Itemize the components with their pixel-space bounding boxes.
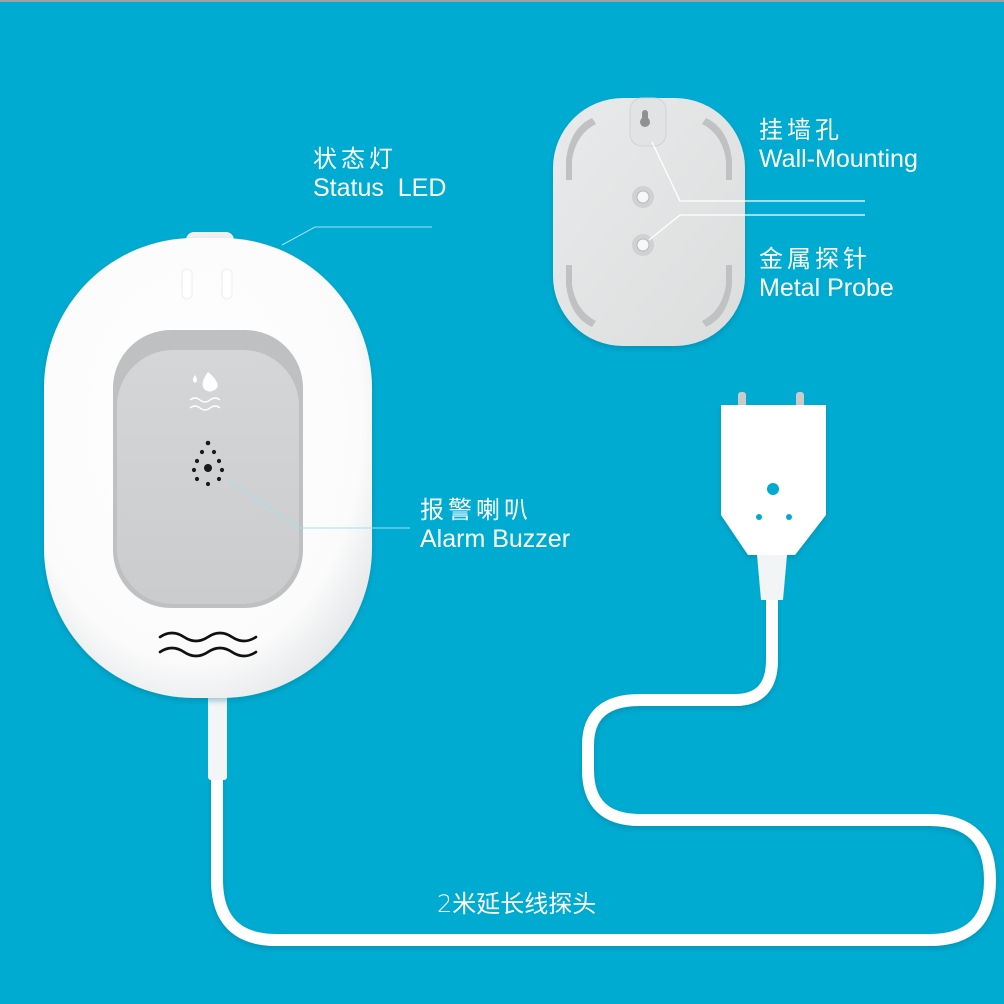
- metal-probe-label-zh: 金属探针: [759, 245, 871, 273]
- keyhole-icon: [640, 110, 650, 127]
- alarm-buzzer-label-en: Alarm Buzzer: [420, 524, 571, 553]
- water-drop-icon: [193, 372, 218, 392]
- water-leak-sensor-device: [44, 232, 372, 698]
- alarm-buzzer-label-zh: 报警喇叭: [420, 496, 532, 524]
- callout-metal-probe: 金属探针 Metal Probe: [759, 245, 894, 302]
- speaker-grille-icon: [191, 440, 225, 487]
- water-waves-icon: [189, 397, 221, 411]
- status-led-label-zh: 状态灯: [313, 145, 397, 173]
- back-plate: [553, 97, 745, 346]
- callout-alarm-buzzer: 报警喇叭 Alarm Buzzer: [420, 496, 571, 553]
- cable-strain-relief: [208, 695, 227, 780]
- metal-probe-contact-icon: [632, 186, 654, 256]
- callout-cable-probe: 2米延长线探头: [437, 890, 597, 919]
- metal-probe-label-en: Metal Probe: [759, 273, 894, 302]
- wall-mounting-label-en: Wall-Mounting: [759, 144, 918, 173]
- callout-leader-lines: [227, 141, 865, 529]
- callout-wall-mounting: 挂墙孔 Wall-Mounting: [759, 116, 918, 173]
- probe-indicator-dots-icon: [756, 483, 792, 520]
- callout-status-led: 状态灯 Status LED: [313, 145, 447, 202]
- water-waves-icon: [158, 631, 258, 658]
- status-led-icon: [181, 268, 233, 300]
- cable-probe-label-zh: 2米延长线探头: [437, 890, 597, 918]
- status-led-label-en: Status LED: [313, 173, 447, 202]
- probe-head: [721, 392, 826, 600]
- extension-cable: [211, 584, 996, 946]
- top-border: [0, 0, 1004, 2]
- wall-mounting-label-zh: 挂墙孔: [759, 116, 843, 144]
